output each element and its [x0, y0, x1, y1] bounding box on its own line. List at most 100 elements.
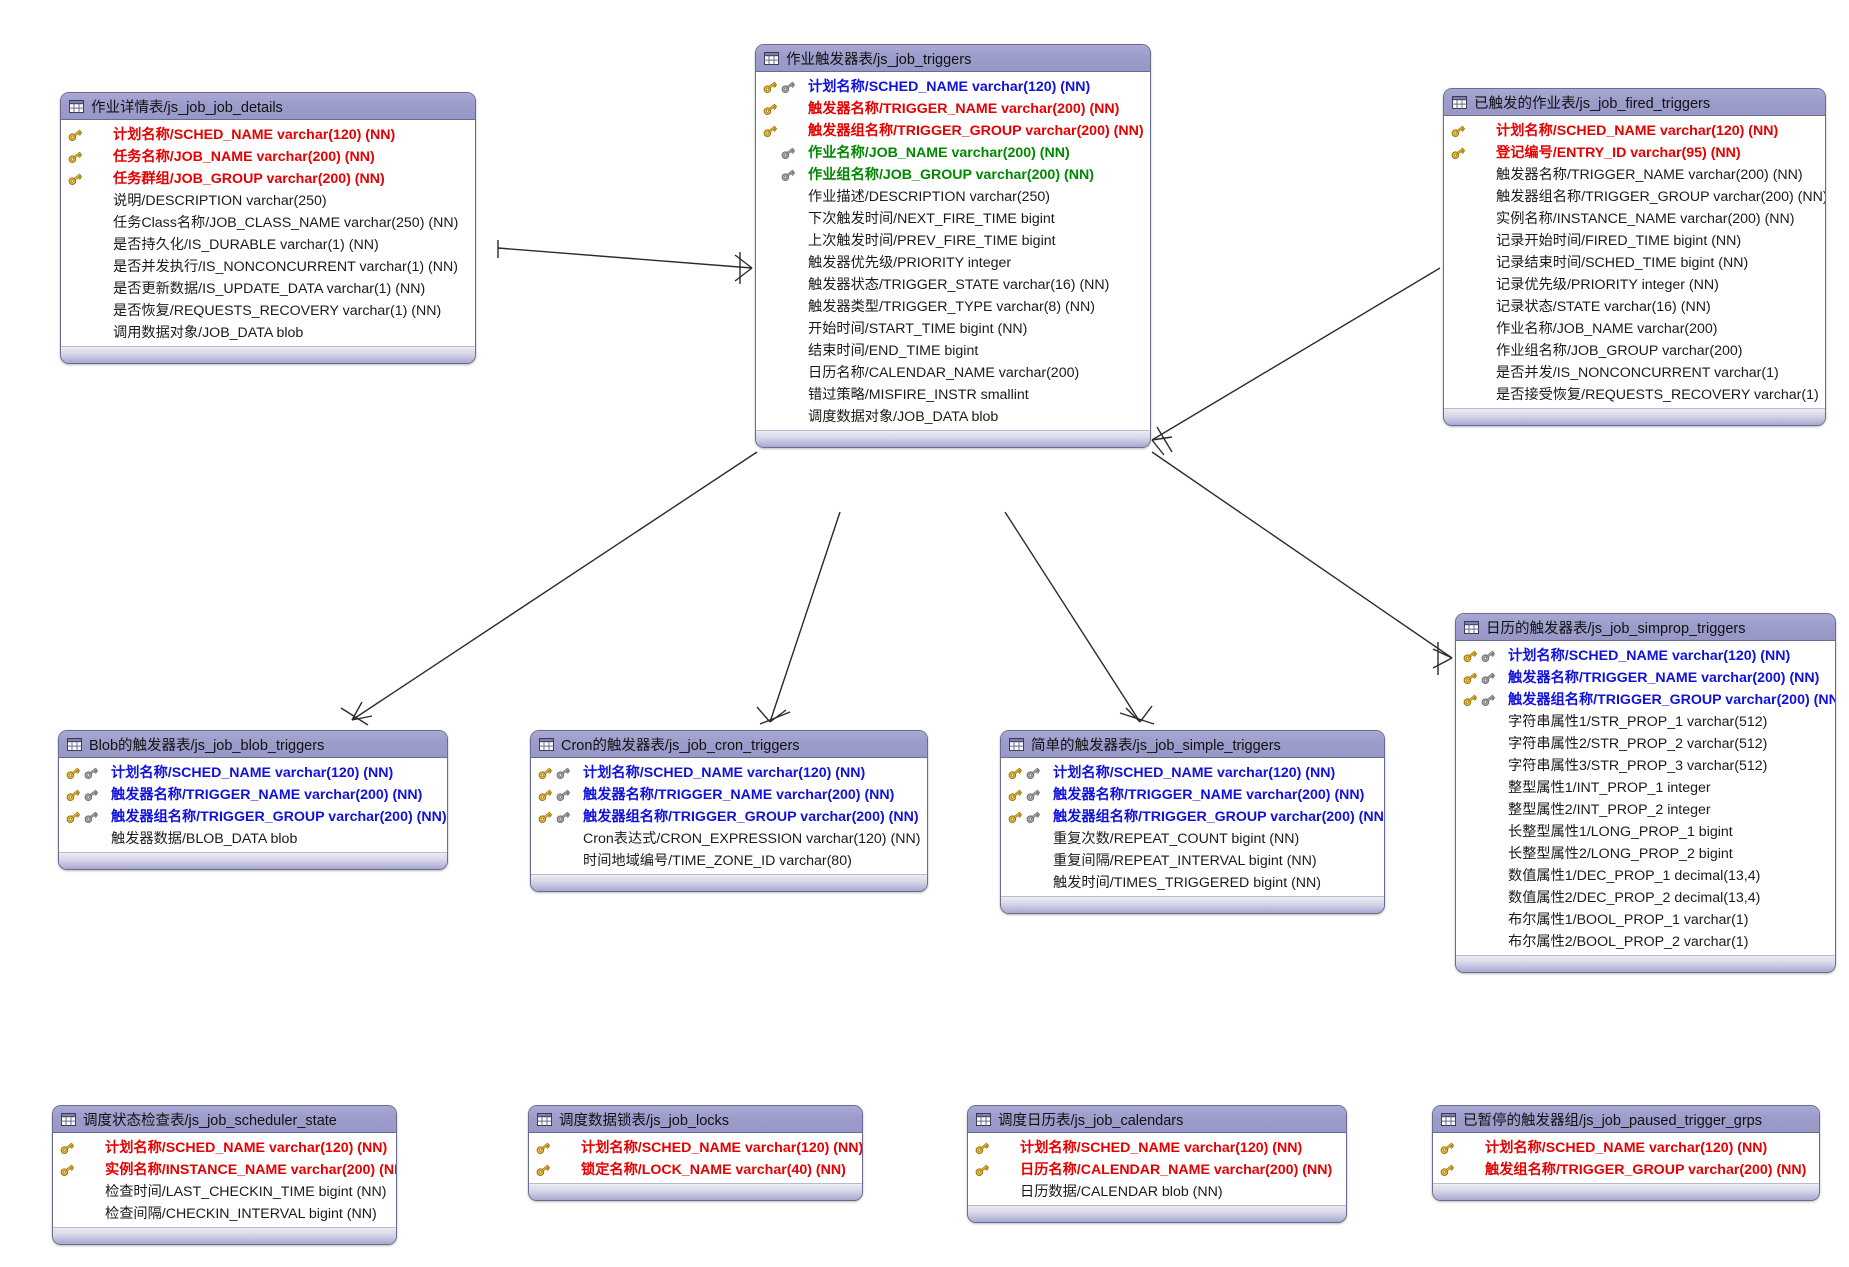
- entity-title-simple_triggers[interactable]: 简单的触发器表/js_job_simple_triggers: [1001, 731, 1384, 758]
- attribute-row[interactable]: 整型属性2/INT_PROP_2 integer: [1456, 799, 1835, 821]
- attribute-row[interactable]: 作业描述/DESCRIPTION varchar(250): [756, 186, 1150, 208]
- attribute-row[interactable]: 计划名称/SCHED_NAME varchar(120) (NN): [53, 1137, 396, 1159]
- attribute-row[interactable]: 触发器名称/TRIGGER_NAME varchar(200) (NN): [1001, 784, 1384, 806]
- attribute-row[interactable]: 计划名称/SCHED_NAME varchar(120) (NN): [1001, 762, 1384, 784]
- attribute-row[interactable]: 下次触发时间/NEXT_FIRE_TIME bigint: [756, 208, 1150, 230]
- attribute-row[interactable]: 计划名称/SCHED_NAME varchar(120) (NN): [59, 762, 447, 784]
- attribute-row[interactable]: 时间地域编号/TIME_ZONE_ID varchar(80): [531, 850, 927, 872]
- attribute-row[interactable]: 计划名称/SCHED_NAME varchar(120) (NN): [1456, 645, 1835, 667]
- attribute-row[interactable]: 是否恢复/REQUESTS_RECOVERY varchar(1) (NN): [61, 300, 475, 322]
- entity-title-blob_triggers[interactable]: Blob的触发器表/js_job_blob_triggers: [59, 731, 447, 758]
- attribute-row[interactable]: 触发器名称/TRIGGER_NAME varchar(200) (NN): [1456, 667, 1835, 689]
- entity-simprop_triggers[interactable]: 日历的触发器表/js_job_simprop_triggers 计划名称/SCHE…: [1455, 613, 1836, 973]
- attribute-row[interactable]: 是否接受恢复/REQUESTS_RECOVERY varchar(1): [1444, 384, 1825, 406]
- attribute-row[interactable]: Cron表达式/CRON_EXPRESSION varchar(120) (NN…: [531, 828, 927, 850]
- entity-title-job_details[interactable]: 作业详情表/js_job_job_details: [61, 93, 475, 120]
- attribute-row[interactable]: 计划名称/SCHED_NAME varchar(120) (NN): [756, 76, 1150, 98]
- attribute-row[interactable]: 触发器组名称/TRIGGER_GROUP varchar(200) (NN): [59, 806, 447, 828]
- attribute-row[interactable]: 作业名称/JOB_NAME varchar(200) (NN): [756, 142, 1150, 164]
- attribute-row[interactable]: 触发器组名称/TRIGGER_GROUP varchar(200) (NN): [1001, 806, 1384, 828]
- attribute-row[interactable]: 作业组名称/JOB_GROUP varchar(200): [1444, 340, 1825, 362]
- attribute-row[interactable]: 开始时间/START_TIME bigint (NN): [756, 318, 1150, 340]
- attribute-row[interactable]: 是否并发/IS_NONCONCURRENT varchar(1): [1444, 362, 1825, 384]
- attribute-row[interactable]: 日历名称/CALENDAR_NAME varchar(200): [756, 362, 1150, 384]
- attribute-row[interactable]: 触发器状态/TRIGGER_STATE varchar(16) (NN): [756, 274, 1150, 296]
- attribute-row[interactable]: 触发器名称/TRIGGER_NAME varchar(200) (NN): [756, 98, 1150, 120]
- attribute-row[interactable]: 上次触发时间/PREV_FIRE_TIME bigint: [756, 230, 1150, 252]
- attribute-row[interactable]: 长整型属性2/LONG_PROP_2 bigint: [1456, 843, 1835, 865]
- entity-title-calendars[interactable]: 调度日历表/js_job_calendars: [968, 1106, 1346, 1133]
- attribute-row[interactable]: 计划名称/SCHED_NAME varchar(120) (NN): [1444, 120, 1825, 142]
- relationship-job-triggers-to-blob-triggers[interactable]: [340, 451, 758, 726]
- attribute-row[interactable]: 整型属性1/INT_PROP_1 integer: [1456, 777, 1835, 799]
- attribute-row[interactable]: 是否更新数据/IS_UPDATE_DATA varchar(1) (NN): [61, 278, 475, 300]
- attribute-row[interactable]: 数值属性1/DEC_PROP_1 decimal(13,4): [1456, 865, 1835, 887]
- attribute-row[interactable]: 实例名称/INSTANCE_NAME varchar(200) (NN): [1444, 208, 1825, 230]
- entity-title-simprop_triggers[interactable]: 日历的触发器表/js_job_simprop_triggers: [1456, 614, 1835, 641]
- attribute-row[interactable]: 触发器组名称/TRIGGER_GROUP varchar(200) (NN): [531, 806, 927, 828]
- entity-blob_triggers[interactable]: Blob的触发器表/js_job_blob_triggers 计划名称/SCHED…: [58, 730, 448, 870]
- attribute-row[interactable]: 调用数据对象/JOB_DATA blob: [61, 322, 475, 344]
- attribute-row[interactable]: 触发器名称/TRIGGER_NAME varchar(200) (NN): [531, 784, 927, 806]
- attribute-row[interactable]: 调度数据对象/JOB_DATA blob: [756, 406, 1150, 428]
- attribute-row[interactable]: 布尔属性1/BOOL_PROP_1 varchar(1): [1456, 909, 1835, 931]
- attribute-row[interactable]: 计划名称/SCHED_NAME varchar(120) (NN): [529, 1137, 862, 1159]
- attribute-row[interactable]: 是否并发执行/IS_NONCONCURRENT varchar(1) (NN): [61, 256, 475, 278]
- entity-title-paused_trigger_grps[interactable]: 已暂停的触发器组/js_job_paused_trigger_grps: [1433, 1106, 1819, 1133]
- attribute-row[interactable]: 任务名称/JOB_NAME varchar(200) (NN): [61, 146, 475, 168]
- attribute-row[interactable]: 字符串属性1/STR_PROP_1 varchar(512): [1456, 711, 1835, 733]
- entity-title-fired_triggers[interactable]: 已触发的作业表/js_job_fired_triggers: [1444, 89, 1825, 116]
- entity-scheduler_state[interactable]: 调度状态检查表/js_job_scheduler_state 计划名称/SCHED…: [52, 1105, 397, 1245]
- attribute-row[interactable]: 作业名称/JOB_NAME varchar(200): [1444, 318, 1825, 340]
- entity-title-locks[interactable]: 调度数据锁表/js_job_locks: [529, 1106, 862, 1133]
- attribute-row[interactable]: 字符串属性3/STR_PROP_3 varchar(512): [1456, 755, 1835, 777]
- attribute-row[interactable]: 说明/DESCRIPTION varchar(250): [61, 190, 475, 212]
- attribute-row[interactable]: 任务群组/JOB_GROUP varchar(200) (NN): [61, 168, 475, 190]
- attribute-row[interactable]: 实例名称/INSTANCE_NAME varchar(200) (NN): [53, 1159, 396, 1181]
- attribute-row[interactable]: 触发器数据/BLOB_DATA blob: [59, 828, 447, 850]
- attribute-row[interactable]: 触发器类型/TRIGGER_TYPE varchar(8) (NN): [756, 296, 1150, 318]
- attribute-row[interactable]: 错过策略/MISFIRE_INSTR smallint: [756, 384, 1150, 406]
- attribute-row[interactable]: 触发器名称/TRIGGER_NAME varchar(200) (NN): [59, 784, 447, 806]
- attribute-row[interactable]: 长整型属性1/LONG_PROP_1 bigint: [1456, 821, 1835, 843]
- attribute-row[interactable]: 计划名称/SCHED_NAME varchar(120) (NN): [1433, 1137, 1819, 1159]
- attribute-row[interactable]: 触发器组名称/TRIGGER_GROUP varchar(200) (NN): [756, 120, 1150, 142]
- attribute-row[interactable]: 作业组名称/JOB_GROUP varchar(200) (NN): [756, 164, 1150, 186]
- entity-title-cron_triggers[interactable]: Cron的触发器表/js_job_cron_triggers: [531, 731, 927, 758]
- attribute-row[interactable]: 触发时间/TIMES_TRIGGERED bigint (NN): [1001, 872, 1384, 894]
- entity-title-scheduler_state[interactable]: 调度状态检查表/js_job_scheduler_state: [53, 1106, 396, 1133]
- attribute-row[interactable]: 触发器组名称/TRIGGER_GROUP varchar(200) (NN): [1456, 689, 1835, 711]
- entity-locks[interactable]: 调度数据锁表/js_job_locks 计划名称/SCHED_NAME varch…: [528, 1105, 863, 1201]
- attribute-row[interactable]: 是否持久化/IS_DURABLE varchar(1) (NN): [61, 234, 475, 256]
- attribute-row[interactable]: 数值属性2/DEC_PROP_2 decimal(13,4): [1456, 887, 1835, 909]
- attribute-row[interactable]: 字符串属性2/STR_PROP_2 varchar(512): [1456, 733, 1835, 755]
- entity-job_details[interactable]: 作业详情表/js_job_job_details 计划名称/SCHED_NAME …: [60, 92, 476, 364]
- attribute-row[interactable]: 触发组名称/TRIGGER_GROUP varchar(200) (NN): [1433, 1159, 1819, 1181]
- attribute-row[interactable]: 重复间隔/REPEAT_INTERVAL bigint (NN): [1001, 850, 1384, 872]
- attribute-row[interactable]: 计划名称/SCHED_NAME varchar(120) (NN): [968, 1137, 1346, 1159]
- attribute-row[interactable]: 记录状态/STATE varchar(16) (NN): [1444, 296, 1825, 318]
- relationship-job-triggers-to-simprop-triggers[interactable]: [1151, 451, 1453, 675]
- attribute-row[interactable]: 锁定名称/LOCK_NAME varchar(40) (NN): [529, 1159, 862, 1181]
- attribute-row[interactable]: 检查间隔/CHECKIN_INTERVAL bigint (NN): [53, 1203, 396, 1225]
- attribute-row[interactable]: 结束时间/END_TIME bigint: [756, 340, 1150, 362]
- entity-calendars[interactable]: 调度日历表/js_job_calendars 计划名称/SCHED_NAME va…: [967, 1105, 1347, 1223]
- entity-fired_triggers[interactable]: 已触发的作业表/js_job_fired_triggers 计划名称/SCHED_…: [1443, 88, 1826, 426]
- entity-job_triggers[interactable]: 作业触发器表/js_job_triggers 计划名称/SCHED_NAME va…: [755, 44, 1151, 448]
- entity-title-job_triggers[interactable]: 作业触发器表/js_job_triggers: [756, 45, 1150, 72]
- attribute-row[interactable]: 触发器优先级/PRIORITY integer: [756, 252, 1150, 274]
- attribute-row[interactable]: 触发器组名称/TRIGGER_GROUP varchar(200) (NN): [1444, 186, 1825, 208]
- relationship-job-triggers-to-simple-triggers[interactable]: [1004, 511, 1155, 725]
- attribute-row[interactable]: 日历数据/CALENDAR blob (NN): [968, 1181, 1346, 1203]
- attribute-row[interactable]: 计划名称/SCHED_NAME varchar(120) (NN): [61, 124, 475, 146]
- attribute-row[interactable]: 触发器名称/TRIGGER_NAME varchar(200) (NN): [1444, 164, 1825, 186]
- attribute-row[interactable]: 任务Class名称/JOB_CLASS_NAME varchar(250) (N…: [61, 212, 475, 234]
- attribute-row[interactable]: 日历名称/CALENDAR_NAME varchar(200) (NN): [968, 1159, 1346, 1181]
- attribute-row[interactable]: 记录优先级/PRIORITY integer (NN): [1444, 274, 1825, 296]
- relationship-job-triggers-to-fired-triggers[interactable]: [1151, 267, 1441, 456]
- entity-simple_triggers[interactable]: 简单的触发器表/js_job_simple_triggers 计划名称/SCHED…: [1000, 730, 1385, 914]
- relationship-job-details-to-job-triggers[interactable]: [497, 240, 753, 284]
- attribute-row[interactable]: 检查时间/LAST_CHECKIN_TIME bigint (NN): [53, 1181, 396, 1203]
- relationship-job-triggers-to-cron-triggers[interactable]: [756, 511, 841, 725]
